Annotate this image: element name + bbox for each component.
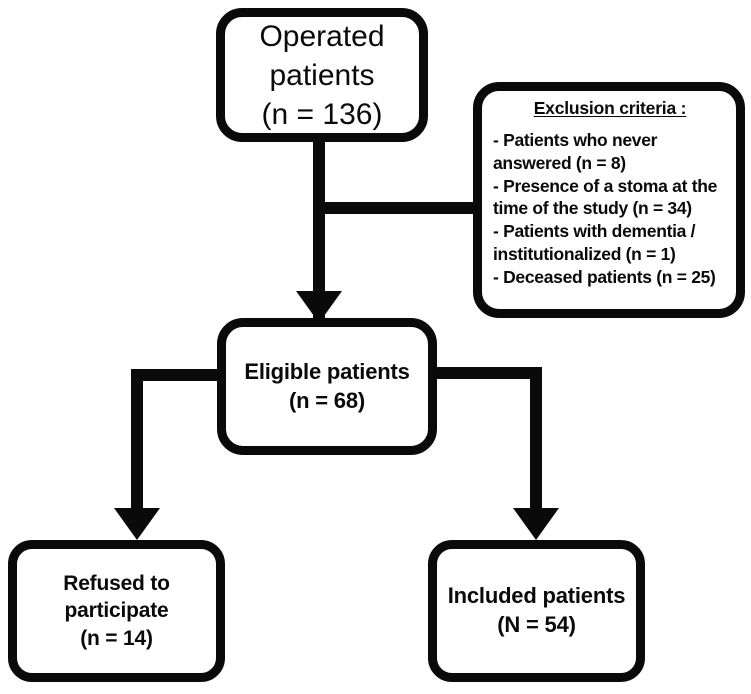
- exclusion-item-line-4: time of the study (n = 34): [493, 198, 692, 219]
- node-operated-line-1: Operated: [259, 19, 385, 53]
- node-refused-line-2: participate: [64, 599, 169, 623]
- arrowhead-down-icon-included: [513, 508, 559, 540]
- node-operated-line-3: (n = 136): [261, 97, 383, 131]
- exclusion-criteria-list: - Patients who never answered (n = 8) - …: [493, 129, 727, 288]
- connector-eligible-to-included-vertical: [530, 367, 542, 515]
- exclusion-item-line-5: - Patients with dementia /: [493, 221, 696, 241]
- node-operated-patients: Operated patients (n = 136): [216, 8, 428, 142]
- exclusion-item-line-2: answered (n = 8): [493, 152, 626, 173]
- connector-eligible-to-refused-horizontal: [131, 369, 223, 381]
- node-eligible-patients: Eligible patients (n = 68): [217, 318, 437, 455]
- exclusion-item-line-6: institutionalized (n = 1): [493, 243, 676, 264]
- connector-eligible-to-included-horizontal: [431, 367, 542, 379]
- node-eligible-line-2: (n = 68): [288, 387, 366, 413]
- connector-operated-to-exclusion: [313, 202, 479, 214]
- arrowhead-down-icon-eligible: [296, 291, 342, 323]
- node-refused-line-3: (n = 14): [80, 626, 153, 650]
- node-included-line-1: Included patients: [447, 583, 626, 609]
- connector-operated-to-eligible: [313, 142, 325, 319]
- node-exclusion-criteria: Exclusion criteria : - Patients who neve…: [473, 82, 745, 318]
- node-refused-to-participate: Refused to participate (n = 14): [8, 540, 225, 682]
- node-included-patients: Included patients (N = 54): [428, 540, 645, 682]
- node-included-line-2: (N = 54): [497, 612, 576, 637]
- node-eligible-line-1: Eligible patients: [244, 358, 410, 384]
- node-refused-line-1: Refused to: [63, 572, 170, 596]
- exclusion-item-line-1: - Patients who never: [493, 130, 658, 150]
- connector-eligible-to-refused-vertical: [131, 369, 143, 515]
- exclusion-item-line-7: - Deceased patients (n = 25): [493, 266, 716, 287]
- exclusion-criteria-title: Exclusion criteria :: [533, 98, 687, 118]
- arrowhead-down-icon-refused: [114, 508, 160, 540]
- node-operated-line-2: patients: [269, 58, 375, 92]
- exclusion-item-line-3: - Presence of a stoma at the: [493, 175, 718, 196]
